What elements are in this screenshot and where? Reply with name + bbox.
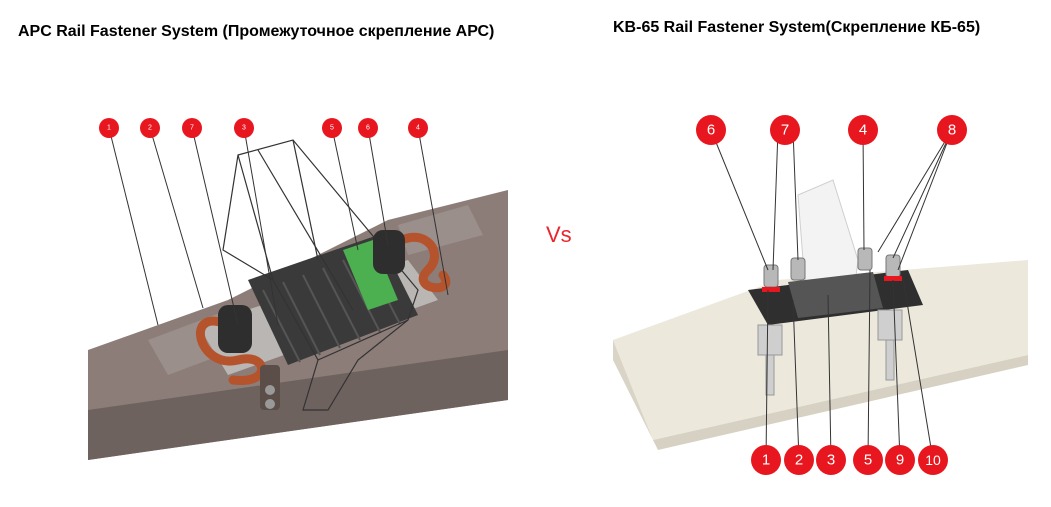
versus-label: Vs bbox=[546, 222, 572, 247]
callout-6: 6 bbox=[696, 115, 726, 145]
callout-6: 6 bbox=[358, 118, 378, 138]
insulator-pad bbox=[343, 240, 398, 310]
svg-text:2: 2 bbox=[795, 452, 803, 469]
callout-1: 1 bbox=[99, 118, 119, 138]
svg-text:10: 10 bbox=[925, 452, 941, 468]
svg-text:1: 1 bbox=[762, 452, 770, 469]
rail-pad bbox=[788, 272, 883, 318]
washers bbox=[762, 276, 902, 292]
left-diagram-title: APC Rail Fastener System (Промежуточное … bbox=[18, 23, 495, 40]
svg-text:5: 5 bbox=[330, 125, 334, 132]
svg-text:3: 3 bbox=[827, 452, 835, 469]
rail-clips bbox=[196, 232, 451, 385]
svg-text:5: 5 bbox=[864, 452, 872, 469]
callout-2: 2 bbox=[784, 445, 814, 475]
callout-1: 1 bbox=[751, 445, 781, 475]
callout-4: 4 bbox=[408, 118, 428, 138]
callout-3: 3 bbox=[234, 118, 254, 138]
svg-text:7: 7 bbox=[190, 125, 194, 132]
svg-text:3: 3 bbox=[242, 125, 246, 132]
svg-text:2: 2 bbox=[148, 125, 152, 132]
callout-7: 7 bbox=[770, 115, 800, 145]
callout-5: 5 bbox=[853, 445, 883, 475]
svg-text:1: 1 bbox=[107, 125, 111, 132]
left-clip-housing bbox=[218, 305, 252, 353]
right-leader-lines bbox=[710, 129, 953, 461]
svg-text:6: 6 bbox=[366, 125, 370, 132]
svg-text:4: 4 bbox=[416, 125, 420, 132]
callout-3: 3 bbox=[816, 445, 846, 475]
sleeper-side bbox=[653, 355, 1028, 450]
callout-10: 10 bbox=[918, 445, 948, 475]
svg-text:9: 9 bbox=[896, 452, 904, 469]
anchor-bolts bbox=[757, 309, 903, 396]
svg-text:8: 8 bbox=[948, 122, 956, 139]
right-clip-housing bbox=[373, 230, 405, 274]
anchor-bolts bbox=[260, 365, 280, 410]
bolts bbox=[763, 247, 901, 288]
callout-9: 9 bbox=[885, 445, 915, 475]
svg-text:4: 4 bbox=[859, 122, 867, 139]
callout-2: 2 bbox=[140, 118, 160, 138]
left-leader-lines bbox=[108, 127, 449, 326]
callout-7: 7 bbox=[182, 118, 202, 138]
apc-fastener-diagram: 1 2 7 3 5 6 4 bbox=[88, 118, 508, 460]
svg-text:6: 6 bbox=[707, 122, 715, 139]
svg-text:7: 7 bbox=[781, 122, 789, 139]
sleeper-side bbox=[88, 350, 508, 460]
kb65-fastener-diagram: 6 7 4 8 1 2 3 5 9 10 bbox=[613, 115, 1028, 475]
callout-4: 4 bbox=[848, 115, 878, 145]
callout-8: 8 bbox=[937, 115, 967, 145]
sleeper-top bbox=[613, 260, 1028, 440]
callout-5: 5 bbox=[322, 118, 342, 138]
right-diagram-title: KB-65 Rail Fastener System(Скрепление КБ… bbox=[613, 19, 981, 36]
